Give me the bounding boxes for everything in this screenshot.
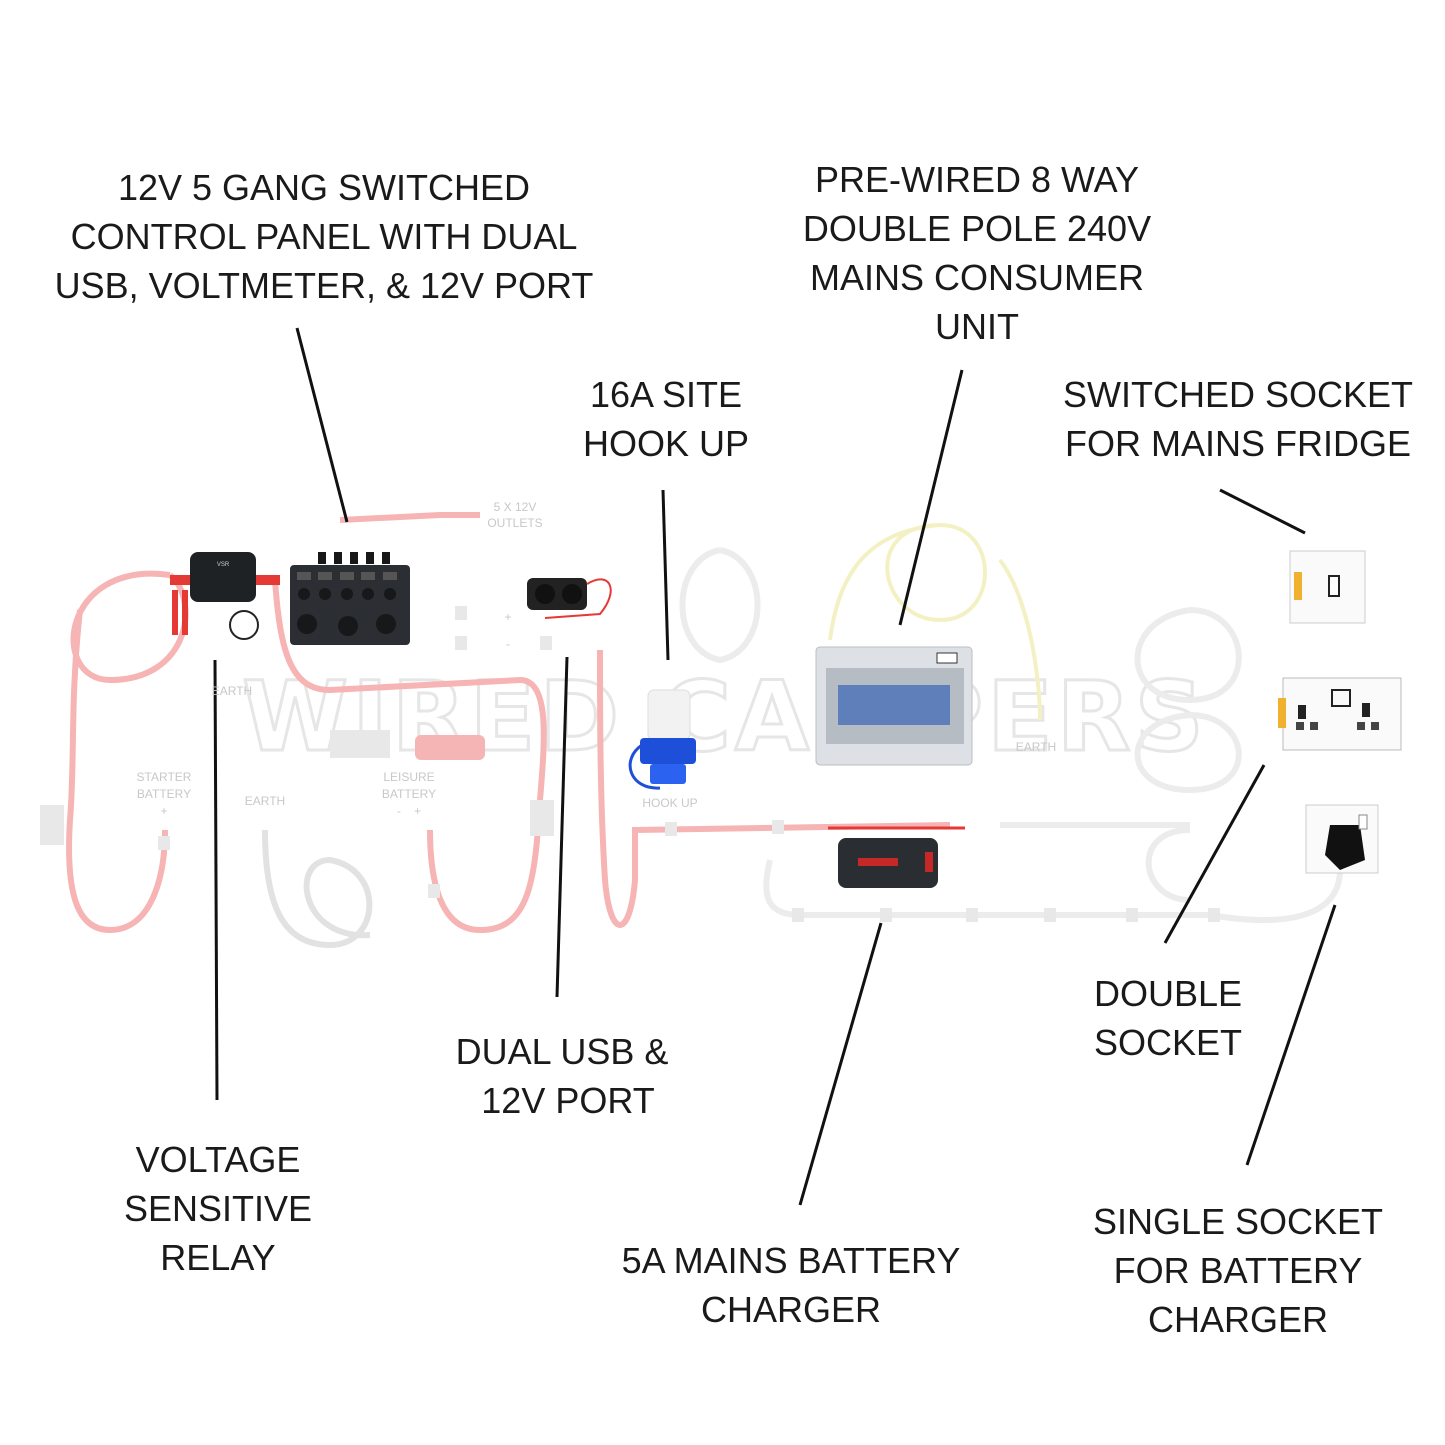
relay-label-3: RELAY — [160, 1237, 275, 1278]
leisure-terminals-label: - + — [397, 804, 421, 818]
switched-socket-label: SWITCHED SOCKET — [1063, 374, 1413, 415]
hook-up-label-2: HOOK UP — [583, 423, 749, 464]
double-socket — [1278, 677, 1402, 751]
outlets-label: 5 X 12V — [494, 500, 537, 514]
hook-up-small-label: HOOK UP — [642, 796, 697, 810]
watermark: WIRED CAMPERS — [242, 661, 1208, 773]
leisure-battery-label-2: BATTERY — [382, 787, 436, 801]
charger-label: 5A MAINS BATTERY — [622, 1240, 961, 1281]
hook-up-label: 16A SITE — [590, 374, 742, 415]
charger-label-2: CHARGER — [701, 1289, 881, 1330]
consumer-unit — [815, 646, 973, 766]
control-panel-label-3: USB, VOLTMETER, & 12V PORT — [55, 265, 594, 306]
hook-up-inlet — [628, 689, 696, 790]
earth-cu-label: EARTH — [1016, 740, 1056, 754]
switched-socket — [1289, 550, 1366, 624]
photo-labels: 5 X 12V OUTLETS EARTH STARTER BATTERY + … — [137, 500, 1057, 818]
control-panel-label-2: CONTROL PANEL WITH DUAL — [71, 216, 578, 257]
consumer-unit-label-3: MAINS CONSUMER — [810, 257, 1144, 298]
single-socket-label: SINGLE SOCKET — [1093, 1201, 1383, 1242]
starter-plus-label: + — [160, 804, 167, 818]
callout-labels: 12V 5 GANG SWITCHED CONTROL PANEL WITH D… — [55, 159, 1413, 1340]
consumer-unit-label-4: UNIT — [935, 306, 1019, 347]
outlets-label-2: OUTLETS — [487, 516, 542, 530]
wiring — [40, 512, 1343, 949]
dual-usb-label: DUAL USB & — [456, 1031, 669, 1072]
leisure-battery-label: LEISURE — [383, 770, 434, 784]
panel-minus-label: - — [506, 637, 510, 651]
earth-label: EARTH — [212, 684, 252, 698]
relay-label-2: SENSITIVE — [124, 1188, 312, 1229]
earth-mid-label: EARTH — [245, 794, 285, 808]
starter-battery-label: STARTER — [137, 770, 192, 784]
relay-label: VOLTAGE — [136, 1139, 301, 1180]
starter-battery-label-2: BATTERY — [137, 787, 191, 801]
leader-lines — [213, 327, 1337, 1206]
consumer-unit-label-2: DOUBLE POLE 240V — [803, 208, 1151, 249]
dual-usb-label-2: 12V PORT — [481, 1080, 654, 1121]
switched-socket-label-2: FOR MAINS FRIDGE — [1065, 423, 1411, 464]
battery-charger — [828, 826, 965, 888]
single-socket-label-2: FOR BATTERY — [1114, 1250, 1363, 1291]
voltage-sensitive-relay: VSR — [170, 552, 280, 640]
single-socket — [1305, 804, 1379, 874]
control-panel-label: 12V 5 GANG SWITCHED — [118, 167, 530, 208]
panel-plus-label: + — [504, 610, 511, 624]
svg-text:VSR: VSR — [217, 562, 230, 568]
consumer-unit-label: PRE-WIRED 8 WAY — [815, 159, 1139, 200]
control-panel — [290, 552, 410, 645]
single-socket-label-3: CHARGER — [1148, 1299, 1328, 1340]
double-socket-label: DOUBLE — [1094, 973, 1242, 1014]
dual-usb-12v-port — [527, 578, 612, 619]
double-socket-label-2: SOCKET — [1094, 1022, 1242, 1063]
